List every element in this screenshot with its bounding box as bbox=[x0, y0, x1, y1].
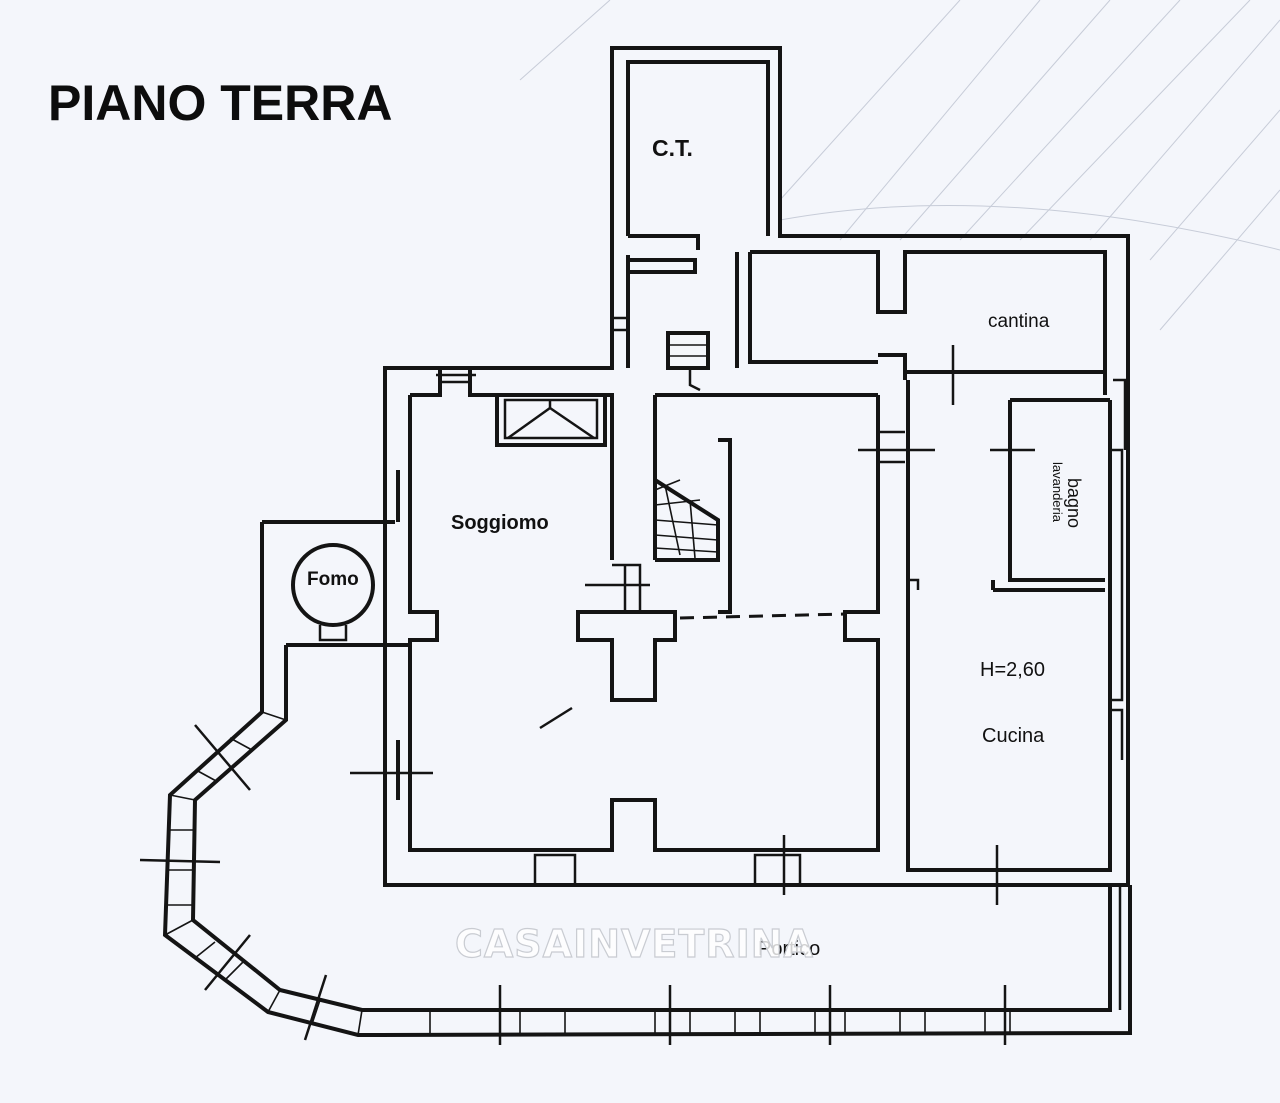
staircase-main bbox=[612, 438, 846, 620]
room-label-portico: Portico bbox=[758, 938, 820, 960]
fireplace bbox=[495, 393, 607, 447]
oven-shape bbox=[291, 543, 375, 627]
main-walls bbox=[383, 46, 1130, 887]
room-label-ct: C.T. bbox=[652, 135, 693, 161]
room-label-bagno: bagno bbox=[1064, 478, 1084, 528]
room-label-lavanderia: lavanderia bbox=[1050, 462, 1065, 523]
watermark: CASAINVETRINA bbox=[455, 922, 814, 966]
room-label-cantina: cantina bbox=[988, 311, 1050, 332]
room-height-label: H=2,60 bbox=[980, 659, 1045, 681]
plan-title: PIANO TERRA bbox=[48, 75, 392, 131]
room-label-forno: Fomo bbox=[307, 569, 359, 590]
background-hatching bbox=[519, 0, 1280, 331]
section-marks bbox=[350, 345, 1035, 905]
room-label-soggiorno: Soggiomo bbox=[451, 512, 549, 534]
staircase-service bbox=[666, 331, 710, 392]
openings bbox=[436, 316, 1127, 887]
portico-walls bbox=[139, 522, 1132, 1045]
forno-area bbox=[262, 520, 410, 647]
room-label-cucina: Cucina bbox=[982, 725, 1045, 747]
